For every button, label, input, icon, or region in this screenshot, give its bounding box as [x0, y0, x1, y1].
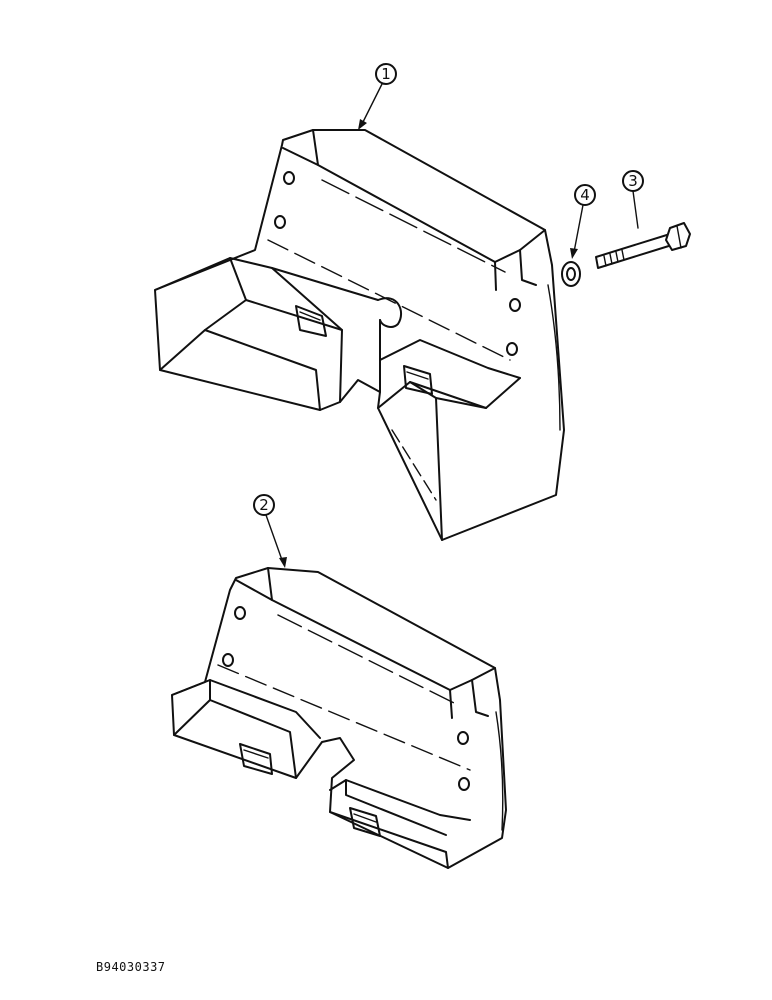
callout-2: 2 — [253, 494, 287, 568]
callout-label: 3 — [628, 172, 638, 190]
drawing-code: B94030337 — [96, 960, 166, 974]
callout-label: 2 — [259, 496, 269, 514]
callout-label: 1 — [381, 65, 391, 83]
callout-4: 4 — [570, 184, 596, 259]
bolt — [595, 222, 691, 269]
callout-label: 4 — [580, 186, 590, 204]
callout-3: 3 — [622, 170, 644, 229]
callout-1: 1 — [358, 63, 397, 130]
counterweight-large — [154, 129, 565, 541]
counterweight-small — [171, 567, 507, 869]
washer — [561, 261, 581, 287]
